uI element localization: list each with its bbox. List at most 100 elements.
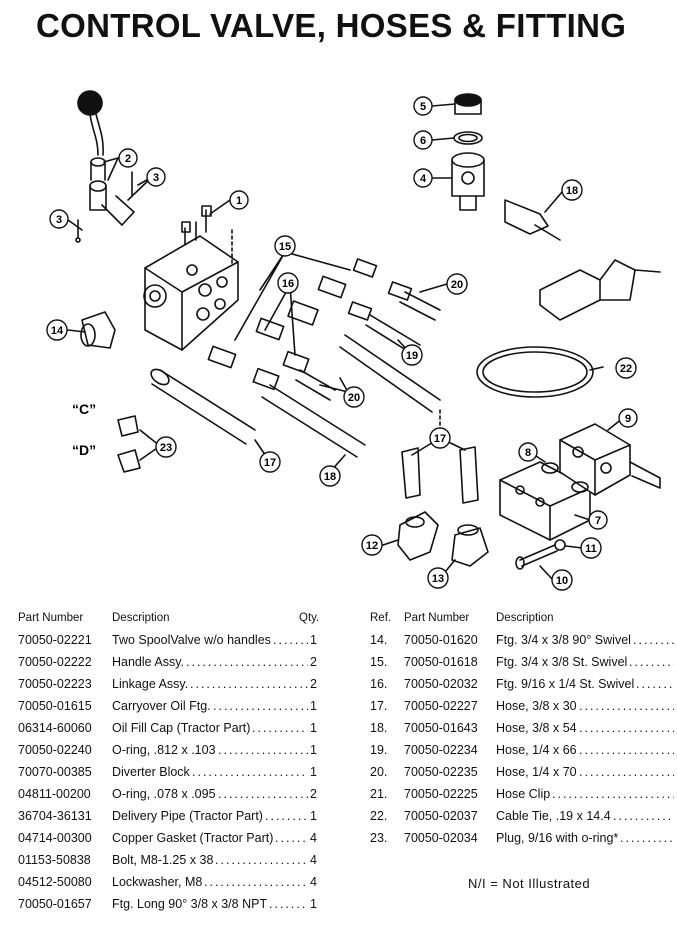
header-ref: Ref. <box>370 612 392 624</box>
qty: 1 <box>310 809 317 823</box>
part-number: 70050-02235 <box>404 765 478 779</box>
qty: 1 <box>310 897 317 911</box>
callout-13: 13 <box>427 567 449 589</box>
fitting-13 <box>451 527 489 567</box>
description: Lockwasher, M8 <box>112 875 203 889</box>
adapter-plate <box>559 423 661 496</box>
footnote: N/I = Not Illustrated <box>468 876 591 891</box>
part-number: 70050-01643 <box>404 721 478 735</box>
svg-text:13: 13 <box>432 573 444 585</box>
svg-text:19: 19 <box>406 350 418 362</box>
svg-text:17: 17 <box>264 457 276 469</box>
ref: 23. <box>370 831 388 845</box>
header-part-number: Part Number <box>404 612 470 624</box>
leader-dots: ........................................… <box>579 721 674 735</box>
callout-22: 22 <box>615 357 637 379</box>
bolt <box>519 544 558 567</box>
svg-text:16: 16 <box>282 278 294 290</box>
svg-text:11: 11 <box>585 543 597 555</box>
part-number: 70050-02037 <box>404 809 478 823</box>
description: Ftg. 3/4 x 3/8 St. Swivel <box>496 655 628 669</box>
hose-clip <box>476 346 594 398</box>
callout-23: 23 <box>155 436 177 458</box>
callout-6: 6 <box>413 130 433 150</box>
exploded-parts-diagram: 1 2 3 3 4 5 6 7 8 9 10 11 12 13 14 15 16… <box>46 90 661 591</box>
leader-dots: ........................................… <box>186 655 308 669</box>
callout-15: 15 <box>274 235 296 257</box>
ref: 14. <box>370 633 388 647</box>
parts-table-left: Part Number Description Qty. 70050-02221… <box>18 607 328 915</box>
callout-11: 11 <box>580 537 602 559</box>
svg-text:6: 6 <box>420 135 426 147</box>
ref: 15. <box>370 655 388 669</box>
part-number: 04512-50080 <box>18 875 92 889</box>
callout-7: 7 <box>588 510 608 530</box>
header-description: Description <box>496 612 554 624</box>
part-number: 70050-02225 <box>404 787 478 801</box>
plug-d <box>117 449 141 473</box>
leader-dots: ........................................… <box>269 897 308 911</box>
ref: 17. <box>370 699 388 713</box>
callout-16: 16 <box>277 272 299 294</box>
handle-assembly <box>75 90 135 243</box>
callout-3b: 3 <box>49 209 69 229</box>
svg-text:8: 8 <box>525 447 531 459</box>
qty: 1 <box>310 633 317 647</box>
description: Hose, 3/8 x 54 <box>496 721 577 735</box>
description: Hose, 3/8 x 30 <box>496 699 577 713</box>
leader-dots: ........................................… <box>633 633 674 647</box>
part-number: 70050-02223 <box>18 677 92 691</box>
description: Ftg. Long 90° 3/8 x 3/8 NPT <box>112 897 268 911</box>
part-number: 04714-00300 <box>18 831 92 845</box>
leader-dots: ........................................… <box>265 809 308 823</box>
description: Linkage Assy. <box>112 677 189 691</box>
qty: 2 <box>310 677 317 691</box>
part-number: 70050-01618 <box>404 655 478 669</box>
description: Plug, 9/16 with o-ring* <box>496 831 619 845</box>
callout-2: 2 <box>118 148 138 168</box>
label-d: “D” <box>72 442 96 458</box>
part-number: 70050-02240 <box>18 743 92 757</box>
description: Ftg. 9/16 x 1/4 St. Swivel <box>496 677 635 691</box>
fitting-18-upper <box>504 199 549 235</box>
leader-dots: ........................................… <box>204 875 308 889</box>
svg-text:15: 15 <box>279 241 291 253</box>
header-qty: Qty. <box>299 612 320 624</box>
svg-text:1: 1 <box>236 195 242 207</box>
svg-text:2: 2 <box>125 153 131 165</box>
callout-18b: 18 <box>319 465 341 487</box>
description: Diverter Block <box>112 765 190 779</box>
description: Copper Gasket (Tractor Part) <box>112 831 274 845</box>
part-number: 70070-00385 <box>18 765 92 779</box>
part-number: 06314-60060 <box>18 721 92 735</box>
svg-text:3: 3 <box>56 214 62 226</box>
leader-dots: ........................................… <box>273 633 308 647</box>
leader-dots: ........................................… <box>215 853 308 867</box>
leader-dots: ........................................… <box>218 743 308 757</box>
table-header: Part Number Description Qty. <box>18 607 328 629</box>
callout-10: 10 <box>551 569 573 591</box>
leader-dots: ........................................… <box>579 699 674 713</box>
qty: 1 <box>310 699 317 713</box>
part-number: 70050-02032 <box>404 677 478 691</box>
callout-1: 1 <box>229 190 249 210</box>
description: Ftg. 3/4 x 3/8 90° Swivel <box>496 633 631 647</box>
leader-dots: ........................................… <box>213 699 308 713</box>
part-number: 01153-50838 <box>18 853 91 867</box>
qty: 1 <box>310 765 317 779</box>
description: Handle Assy. <box>112 655 185 669</box>
callout-14: 14 <box>46 319 68 341</box>
callouts: 1 2 3 3 4 5 6 7 8 9 10 11 12 13 14 15 16… <box>46 96 638 591</box>
callout-5: 5 <box>413 96 433 116</box>
fitting-12 <box>397 511 439 561</box>
